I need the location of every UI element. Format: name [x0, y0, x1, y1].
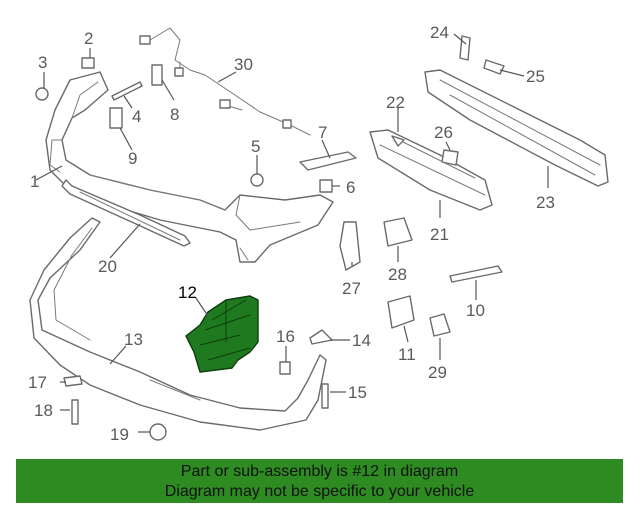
callout-labels: 1 2 3 4 8 9 30 5 7 6 20 12 13 14 15 16 1… — [28, 23, 555, 444]
banner-line-1: Part or sub-assembly is #12 in diagram — [180, 463, 459, 480]
callout-30: 30 — [234, 55, 253, 74]
part-23-beam — [424, 69, 609, 187]
part-30-harness — [139, 27, 311, 136]
callout-25: 25 — [526, 67, 545, 86]
part-25-bracket — [483, 59, 505, 75]
callout-12: 12 — [178, 283, 197, 302]
callout-16: 16 — [276, 327, 295, 346]
callout-23: 23 — [536, 193, 555, 212]
part-8-bracket — [151, 64, 163, 86]
part-11-bracket — [387, 295, 415, 329]
part-24-bracket — [459, 35, 471, 61]
callout-8: 8 — [170, 105, 179, 124]
callout-18: 18 — [34, 401, 53, 420]
part-4-bolt — [111, 81, 143, 101]
callout-2: 2 — [84, 29, 93, 48]
part-5-fastener — [250, 173, 264, 187]
part-3-screw — [35, 87, 49, 101]
callout-29: 29 — [428, 363, 447, 382]
callout-19: 19 — [110, 425, 129, 444]
parts-diagram: 1 2 3 4 8 9 30 5 7 6 20 12 13 14 15 16 1… — [28, 23, 609, 444]
callout-28: 28 — [388, 265, 407, 284]
callout-5: 5 — [251, 137, 260, 156]
part-2-clip — [81, 57, 95, 69]
callout-11: 11 — [398, 345, 416, 364]
part-29-sensor — [429, 313, 451, 337]
callout-4: 4 — [132, 107, 141, 126]
callout-21: 21 — [430, 225, 449, 244]
part-9-bracket — [109, 107, 123, 129]
part-15-bolt — [321, 383, 329, 409]
leader-lines — [35, 33, 549, 433]
part-13-lower-cover — [29, 217, 327, 431]
callout-13: 13 — [124, 330, 143, 349]
callout-14: 14 — [352, 331, 371, 350]
small-parts — [35, 35, 505, 441]
callout-7: 7 — [318, 123, 327, 142]
part-14-nut — [309, 329, 333, 345]
callout-22: 22 — [386, 93, 405, 112]
callout-17: 17 — [28, 373, 47, 392]
callout-10: 10 — [466, 301, 485, 320]
part-20-strip — [61, 179, 191, 247]
callout-9: 9 — [128, 149, 137, 168]
callout-6: 6 — [346, 178, 355, 197]
part-27-bracket — [339, 221, 361, 271]
banner-line-2: Diagram may not be specific to your vehi… — [164, 483, 475, 500]
part-6-clip — [319, 179, 333, 193]
callout-27: 27 — [342, 279, 361, 298]
part-17-clip — [63, 375, 83, 387]
part-16-clip — [279, 361, 291, 375]
part-21-beam — [369, 129, 493, 211]
callout-24: 24 — [430, 23, 449, 42]
part-info-banner: Part or sub-assembly is #12 in diagram D… — [16, 459, 623, 503]
callout-1: 1 — [30, 172, 39, 191]
part-7-bracket — [299, 151, 357, 171]
callout-15: 15 — [348, 383, 367, 402]
callout-20: 20 — [98, 257, 117, 276]
part-19-cap — [149, 423, 167, 441]
part-18-bolt — [71, 399, 79, 425]
callout-3: 3 — [38, 53, 47, 72]
part-22-clip — [391, 135, 405, 147]
part-26-clip — [441, 149, 459, 166]
part-10-strip — [449, 265, 503, 283]
part-12-highlighted — [185, 295, 259, 373]
callout-26: 26 — [434, 123, 453, 142]
part-28-bracket — [383, 217, 413, 247]
